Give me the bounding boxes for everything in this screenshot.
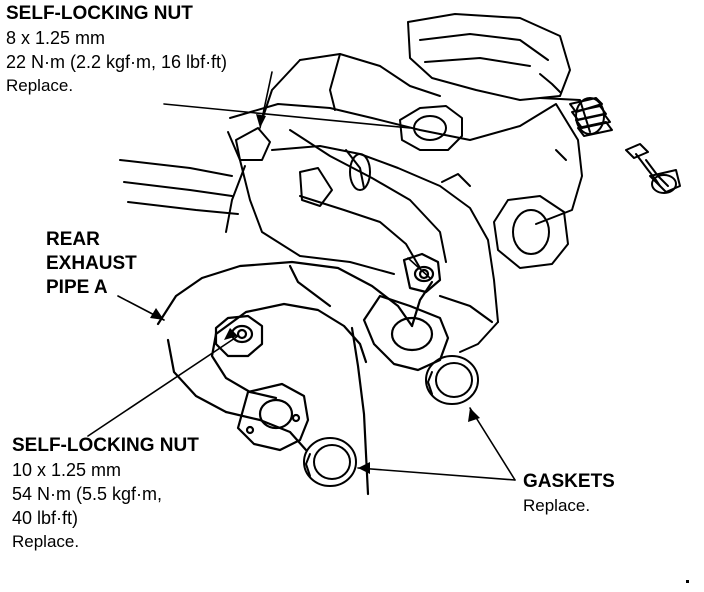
gasket-lower-drawing	[303, 437, 357, 487]
self-locking-nut-lower-callout: SELF-LOCKING NUT 10 x 1.25 mm 54 N·m (5.…	[12, 434, 199, 554]
pipe-label-line2: EXHAUST	[46, 253, 137, 274]
lower-nut-size: 10 x 1.25 mm	[12, 460, 122, 480]
self-locking-nut-upper-callout: SELF-LOCKING NUT 8 x 1.25 mm 22 N·m (2.2…	[6, 2, 227, 98]
stray-mark	[686, 580, 689, 583]
spring-drawing	[569, 97, 613, 137]
upper-nut-title: SELF-LOCKING NUT	[6, 3, 193, 24]
bolt-drawing	[625, 143, 681, 194]
rear-exhaust-pipe-a-drawing	[156, 252, 494, 496]
upper-nut-note: Replace.	[6, 76, 74, 95]
gaskets-note: Replace.	[523, 496, 591, 515]
pipe-label-line1: REAR	[46, 229, 100, 250]
lower-nut-torque-line1: 54 N·m (5.5 kgf·m,	[12, 484, 163, 504]
leader-arrowheads	[150, 114, 480, 474]
rear-exhaust-pipe-callout: REAR EXHAUST PIPE A	[46, 228, 137, 300]
lower-nut-title: SELF-LOCKING NUT	[12, 435, 199, 456]
gaskets-callout: GASKETS Replace.	[523, 470, 615, 518]
upper-nut-torque: 22 N·m (2.2 kgf·m, 16 lbf·ft)	[6, 52, 228, 72]
upper-nut-size: 8 x 1.25 mm	[6, 28, 106, 48]
leader-lines	[87, 71, 516, 481]
pipe-label-line3: PIPE A	[46, 277, 108, 298]
engine-block-drawing	[119, 13, 591, 353]
lower-nut-torque-line2: 40 lbf·ft)	[12, 508, 79, 528]
gaskets-title: GASKETS	[523, 471, 615, 492]
lower-nut-note: Replace.	[12, 532, 80, 551]
gasket-upper-drawing	[425, 355, 479, 405]
